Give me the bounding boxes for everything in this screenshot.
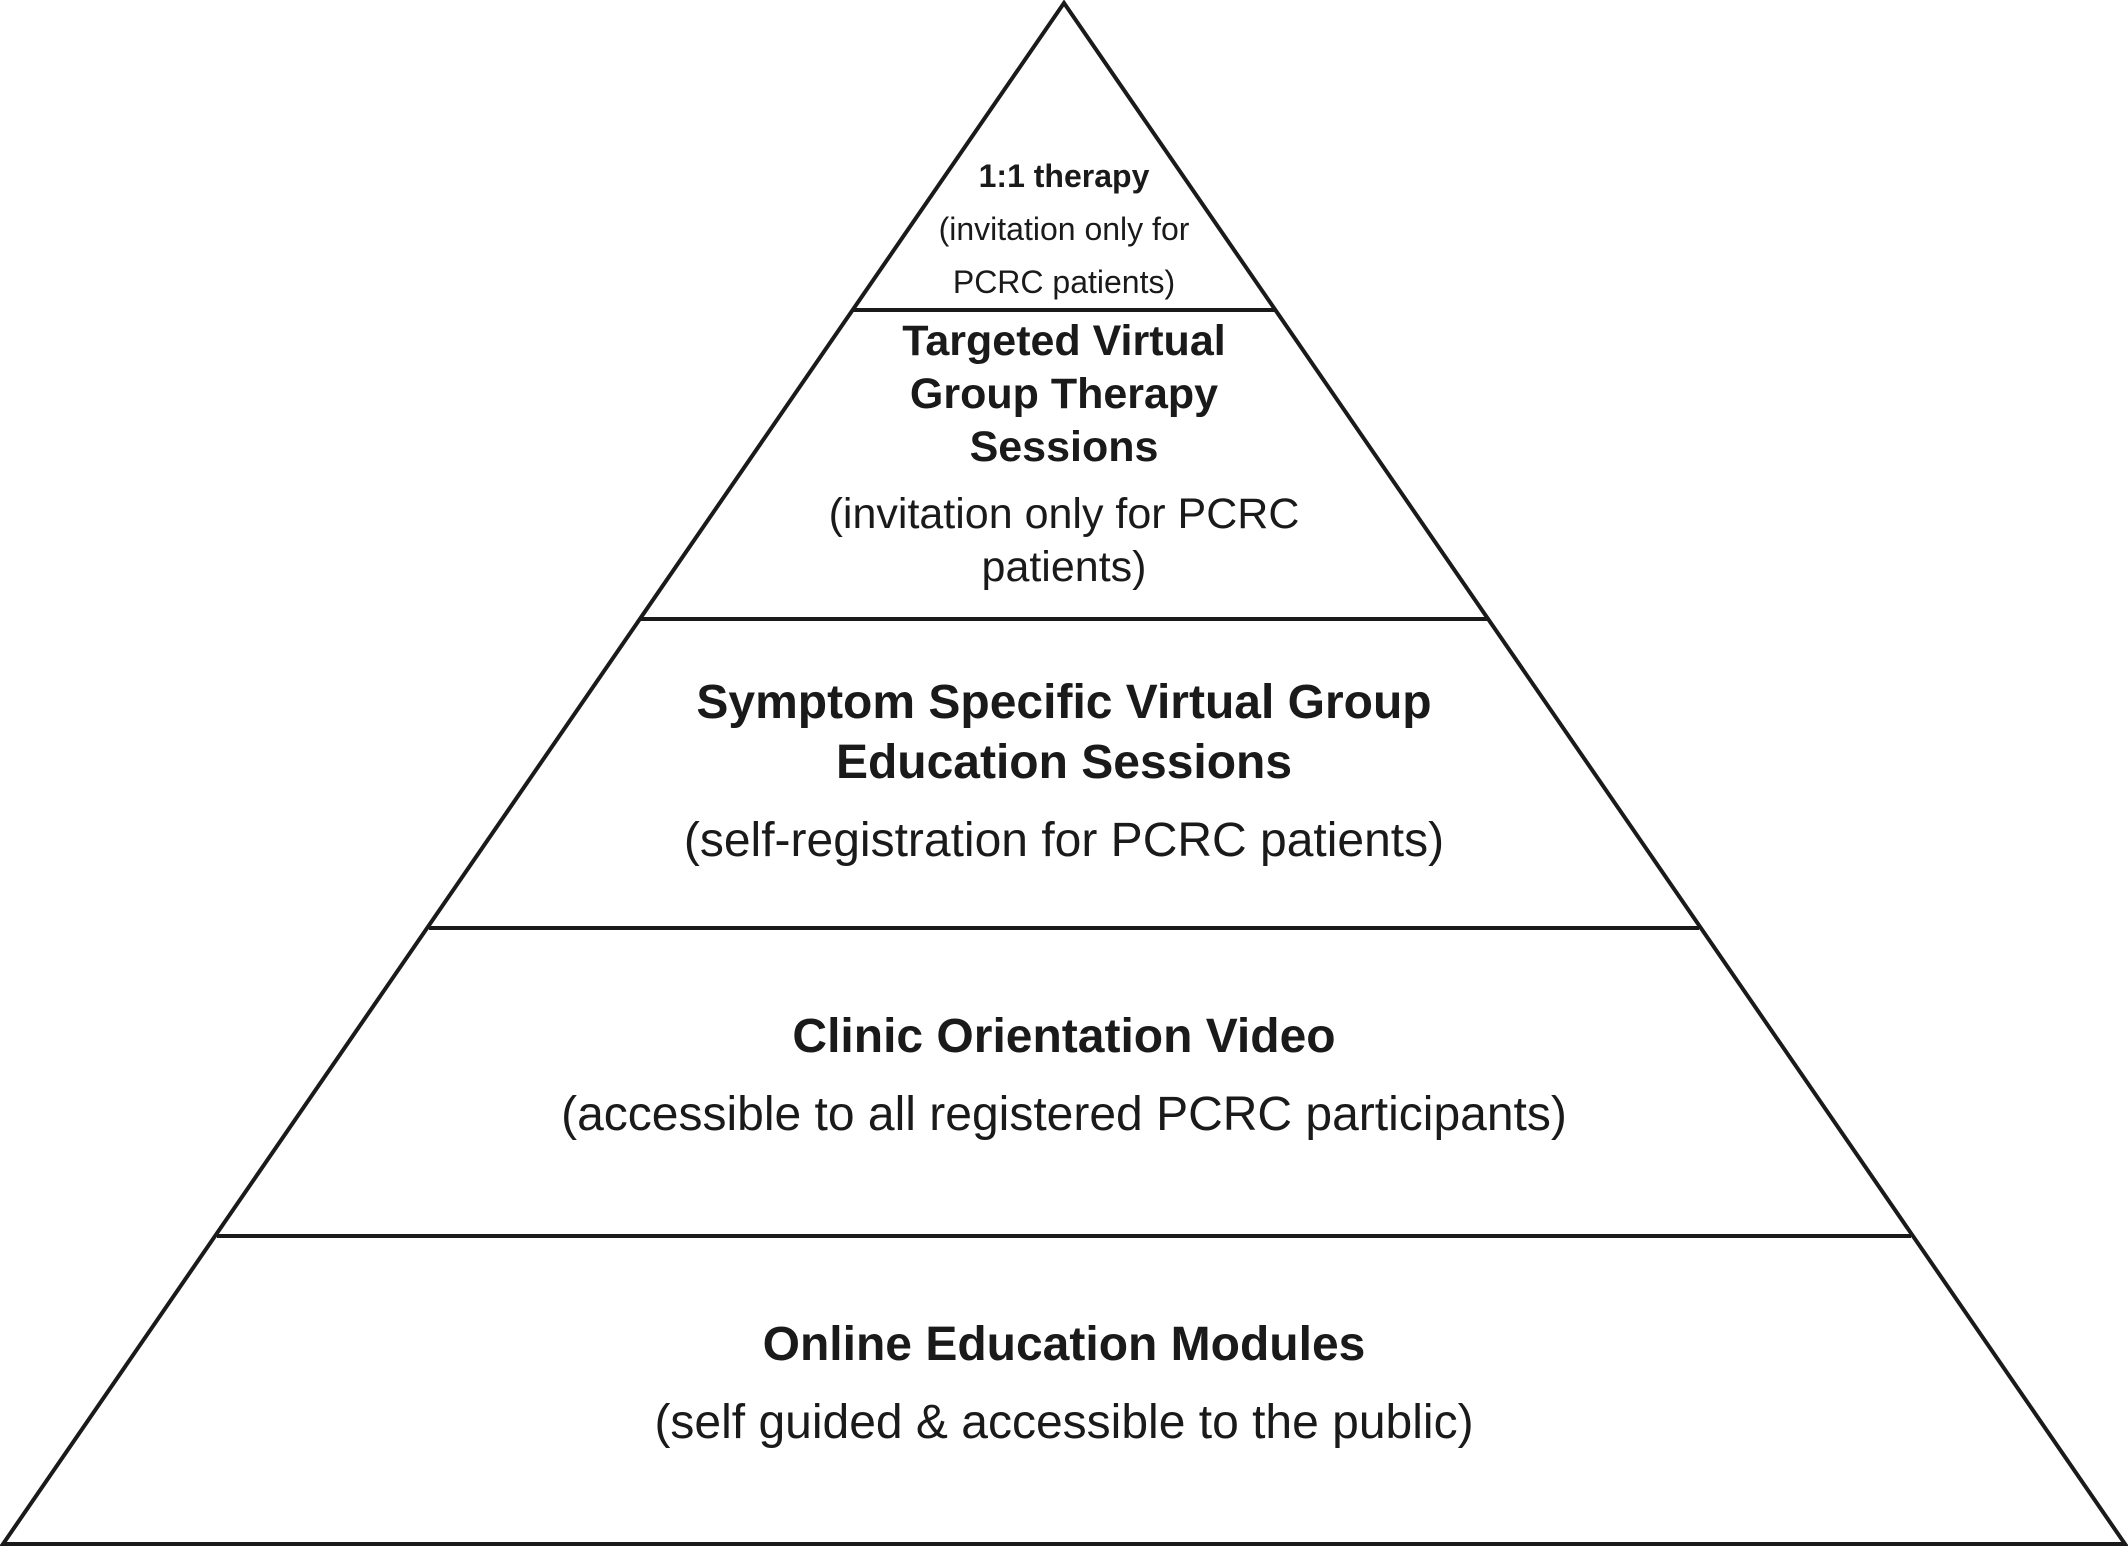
pyramid-outline [0, 0, 2128, 1546]
pyramid-diagram [0, 0, 2128, 1546]
